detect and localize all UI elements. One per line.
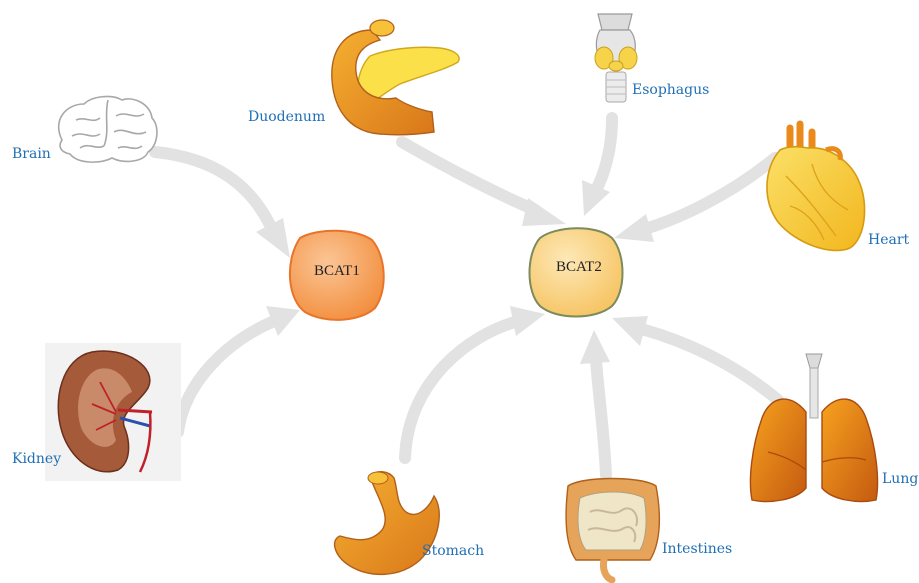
tissue-label-esophagus: Esophagus [632, 82, 709, 98]
arrow-heart-to-bcat2 [614, 158, 775, 242]
bcat2-label: BCAT2 [556, 259, 602, 276]
bcat1-label: BCAT1 [314, 263, 360, 280]
esophagus-icon [595, 14, 637, 102]
arrow-kidney-to-bcat1 [178, 306, 300, 432]
arrow-brain-to-bcat1 [155, 152, 290, 258]
tissue-label-lung: Lung [882, 471, 918, 487]
tissue-label-kidney: Kidney [12, 451, 61, 467]
arrow-stomach-to-bcat2 [405, 306, 545, 458]
arrow-intestines-to-bcat2 [580, 330, 610, 475]
tissue-label-stomach: Stomach [422, 543, 484, 559]
arrow-esophagus-to-bcat2 [582, 118, 612, 216]
arrow-lung-to-bcat2 [612, 316, 778, 400]
intestines-icon [566, 479, 659, 581]
heart-icon [767, 124, 865, 250]
tissue-label-heart: Heart [868, 232, 909, 248]
tissue-label-intestines: Intestines [662, 541, 732, 557]
lung-icon [750, 354, 877, 502]
duodenum-icon [332, 20, 459, 135]
kidney-icon [45, 343, 181, 481]
tissue-label-brain: Brain [12, 146, 51, 162]
arrow-duodenum-to-bcat2 [402, 142, 566, 226]
brain-icon [59, 97, 157, 163]
tissue-label-duodenum: Duodenum [248, 109, 325, 125]
